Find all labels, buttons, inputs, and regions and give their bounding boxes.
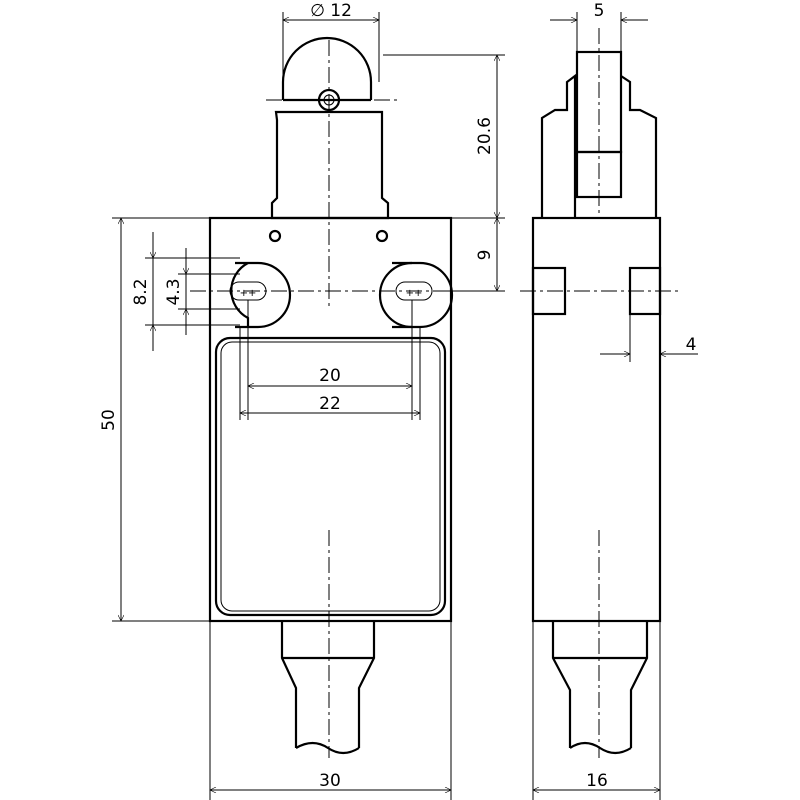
svg-text:++: ++ <box>406 288 423 299</box>
dim-roller-width: 5 <box>594 1 605 21</box>
dim-body-depth: 16 <box>586 771 608 791</box>
plunger <box>270 110 390 220</box>
dimension-lines <box>112 12 698 800</box>
dim-roller-diameter: ∅ 12 <box>310 1 352 21</box>
side-view <box>520 28 680 758</box>
svg-text:++: ++ <box>240 288 257 299</box>
side-cable-gland <box>551 621 649 748</box>
dim-slot-outer: 8.2 <box>131 278 151 305</box>
dim-actuator-height: 20.6 <box>475 117 495 155</box>
cover-window-outer <box>214 336 447 617</box>
side-body <box>531 216 662 623</box>
dim-hole-spacing-outer: 22 <box>319 394 341 414</box>
side-plunger-right <box>620 75 658 218</box>
roller <box>281 36 373 100</box>
mounting-slot-left: ++ <box>229 261 292 329</box>
small-hole-left <box>268 229 282 243</box>
dim-body-height: 50 <box>99 409 119 431</box>
dim-slot-inner: 4.3 <box>164 278 184 305</box>
cable-gland <box>280 621 376 748</box>
dim-side-recess: 4 <box>686 335 697 355</box>
switch-body <box>208 216 453 623</box>
mounting-slot-right: ++ <box>378 261 454 329</box>
dim-body-width: 30 <box>319 771 341 791</box>
cable-break <box>295 741 360 755</box>
dim-hole-spacing-inner: 20 <box>319 366 341 386</box>
cover-window-inner <box>220 341 441 612</box>
small-hole-right <box>375 229 389 243</box>
dim-hole-offset: 9 <box>475 250 495 261</box>
side-plunger <box>540 73 577 218</box>
side-cable-break <box>569 741 632 755</box>
